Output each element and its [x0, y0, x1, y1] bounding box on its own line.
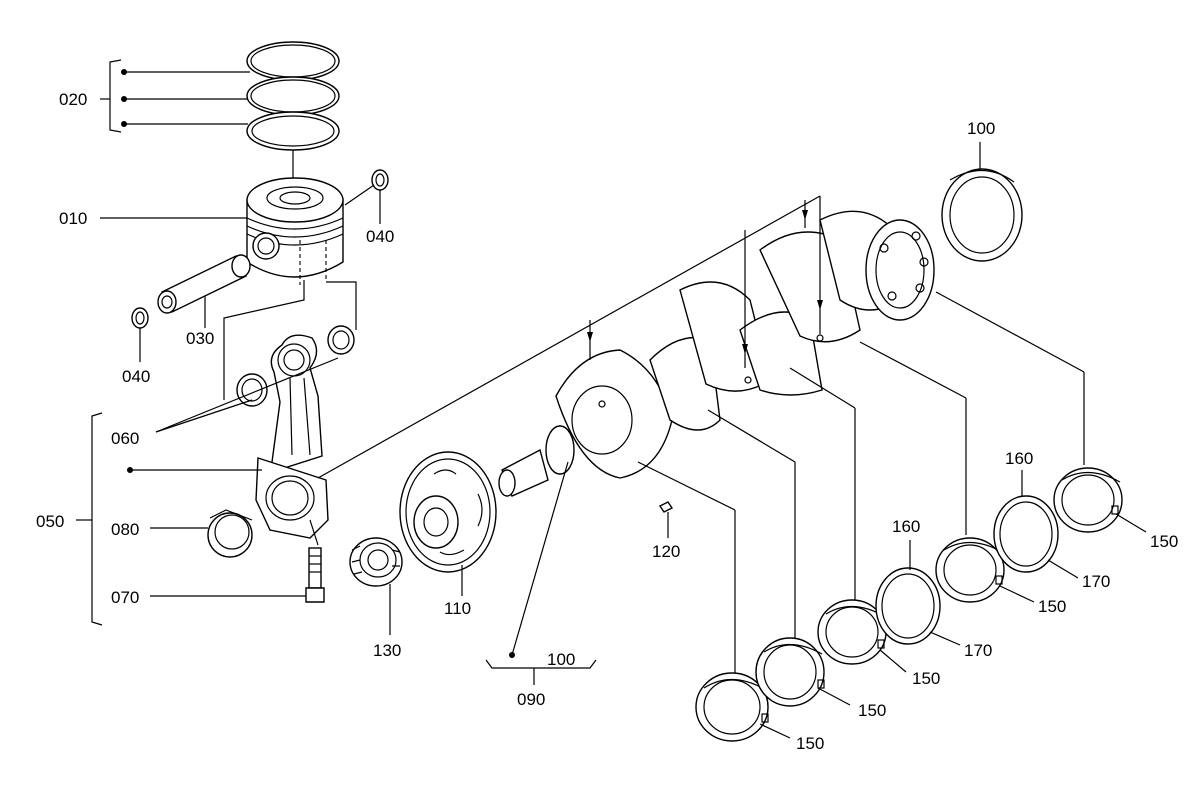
- label-150-3: 150: [912, 669, 940, 688]
- thrust-washer-2: [993, 470, 1079, 579]
- label-040-right: 040: [366, 227, 394, 246]
- label-040-left: 040: [122, 367, 150, 386]
- ring-leader-lines: [100, 59, 250, 133]
- piston-rings: [246, 41, 340, 185]
- piston: [100, 177, 344, 285]
- crankshaft-leaders: [317, 195, 1085, 685]
- conrod-bracket: [76, 412, 262, 626]
- label-050: 050: [36, 512, 64, 531]
- label-070: 070: [111, 588, 139, 607]
- conrod-bearing: [150, 509, 253, 558]
- label-030: 030: [186, 329, 214, 348]
- label-160-2: 160: [1005, 449, 1033, 468]
- label-010: 010: [59, 209, 87, 228]
- bushing-leaders: [155, 357, 339, 433]
- main-bearing-3: [817, 599, 907, 673]
- piston-pin: [157, 254, 251, 328]
- circlip-left: [131, 307, 149, 362]
- woodruff-key: [658, 501, 674, 538]
- label-150-4: 150: [1038, 597, 1066, 616]
- label-060: 060: [111, 429, 139, 448]
- label-150-2: 150: [858, 701, 886, 720]
- label-120: 120: [652, 542, 680, 561]
- main-bearing-2: [755, 637, 851, 707]
- label-100-bottom: 100: [547, 650, 575, 669]
- circlip-right: [344, 169, 389, 224]
- conrod-bolt: [150, 547, 325, 603]
- main-bearing-5: [1053, 467, 1147, 533]
- label-150-5: 150: [1150, 532, 1178, 551]
- connecting-rod: [223, 280, 357, 546]
- crankshaft: [498, 210, 935, 497]
- label-100-top: 100: [967, 119, 995, 138]
- label-170-1: 170: [964, 641, 992, 660]
- label-110: 110: [444, 599, 471, 618]
- crank-gear-small: [349, 537, 403, 635]
- thrust-washer-1: [875, 540, 961, 646]
- crank-gear-large: [399, 451, 497, 596]
- label-020: 020: [59, 90, 87, 109]
- crank-ring-top: [941, 142, 1023, 262]
- label-130: 130: [373, 641, 401, 660]
- label-160-1: 160: [892, 517, 920, 536]
- label-150-1: 150: [796, 734, 824, 753]
- label-090: 090: [517, 690, 545, 709]
- label-080: 080: [111, 520, 139, 539]
- label-170-2: 170: [1082, 572, 1110, 591]
